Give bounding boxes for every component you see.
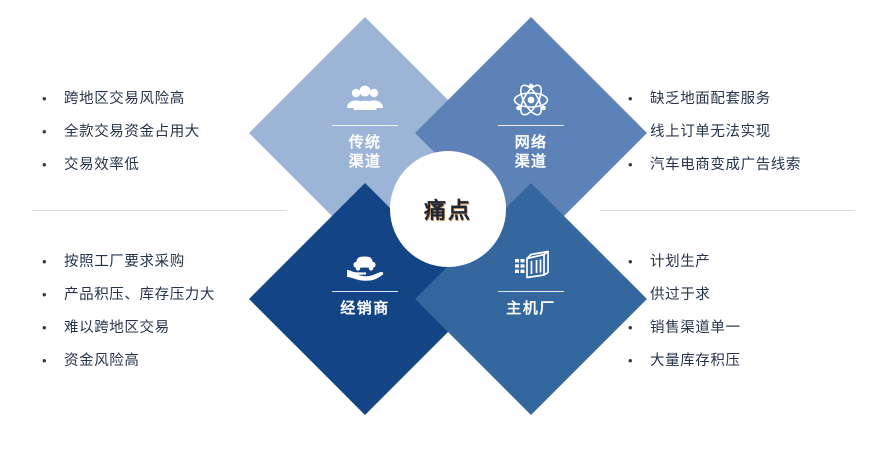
- list-item: • 大量库存积压: [628, 352, 741, 370]
- list-item-label: 资金风险高: [64, 353, 140, 369]
- quadrant-label: 传统 渠道: [328, 133, 402, 171]
- diagram-canvas: • 跨地区交易风险高 • 全款交易资金占用大 • 交易效率低 • 按照工厂要求采…: [32, 17, 855, 415]
- list-item: • 线上订单无法实现: [628, 123, 801, 141]
- quadrant-label-line2: 渠道: [348, 153, 382, 170]
- list-top-left: • 跨地区交易风险高 • 全款交易资金占用大 • 交易效率低: [42, 90, 200, 189]
- list-item-label: 计划生产: [650, 254, 711, 270]
- center-hub: 痛点: [390, 151, 506, 267]
- bullet-marker: •: [42, 91, 47, 106]
- quadrant-traditional-channel[interactable]: 传统 渠道: [249, 17, 481, 249]
- list-item-label: 线上订单无法实现: [650, 124, 771, 140]
- bullet-marker: •: [628, 254, 633, 269]
- left-divider: [32, 210, 287, 211]
- hand-holding-car-icon: [344, 247, 386, 285]
- label-rule: [498, 291, 564, 292]
- bullet-marker: •: [42, 287, 47, 302]
- bullet-marker: •: [628, 353, 633, 368]
- quadrant-oem-factory[interactable]: 主机厂: [415, 183, 647, 415]
- label-rule: [332, 125, 398, 126]
- quadrant-label: 主机厂: [506, 300, 556, 317]
- quadrant-label: 网络 渠道: [494, 133, 568, 171]
- bullet-marker: •: [628, 157, 633, 172]
- list-item-label: 大量库存积压: [650, 353, 741, 369]
- diamond-cluster: 传统 渠道: [249, 17, 647, 415]
- list-item-label: 全款交易资金占用大: [64, 124, 200, 140]
- bullet-marker: •: [42, 124, 47, 139]
- group-people-icon: [344, 81, 386, 119]
- center-label: 痛点: [423, 198, 472, 223]
- list-item-label: 交易效率低: [64, 157, 140, 173]
- bullet-marker: •: [628, 320, 633, 335]
- quadrant-label: 经销商: [340, 300, 390, 317]
- atom-icon: [510, 81, 552, 119]
- bullet-marker: •: [42, 353, 47, 368]
- list-item: • 交易效率低: [42, 156, 200, 174]
- list-item: • 供过于求: [628, 286, 741, 304]
- list-item-label: 产品积压、库存压力大: [64, 287, 215, 303]
- list-item-label: 跨地区交易风险高: [64, 91, 185, 107]
- bullet-marker: •: [628, 91, 633, 106]
- bullet-marker: •: [42, 320, 47, 335]
- list-item: • 跨地区交易风险高: [42, 90, 200, 108]
- quadrant-label-line1: 网络: [514, 134, 548, 151]
- quadrant-network-channel[interactable]: 网络 渠道: [415, 17, 647, 249]
- label-rule: [498, 125, 564, 126]
- list-item: • 全款交易资金占用大: [42, 123, 200, 141]
- list-item: • 难以跨地区交易: [42, 319, 215, 337]
- list-item: • 缺乏地面配套服务: [628, 90, 801, 108]
- list-item: • 资金风险高: [42, 352, 215, 370]
- list-item-label: 汽车电商变成广告线索: [650, 157, 801, 173]
- quadrant-label-line2: 渠道: [514, 153, 548, 170]
- list-item: • 计划生产: [628, 253, 741, 271]
- list-bottom-right: • 计划生产 • 供过于求 • 销售渠道单一 • 大量库存积压: [628, 253, 741, 385]
- label-rule: [332, 291, 398, 292]
- list-bottom-left: • 按照工厂要求采购 • 产品积压、库存压力大 • 难以跨地区交易 • 资金风险…: [42, 253, 215, 385]
- list-item-label: 难以跨地区交易: [64, 320, 170, 336]
- right-divider: [600, 210, 855, 211]
- list-item-label: 销售渠道单一: [650, 320, 741, 336]
- quadrant-dealer[interactable]: 经销商: [249, 183, 481, 415]
- list-item: • 销售渠道单一: [628, 319, 741, 337]
- list-item-label: 按照工厂要求采购: [64, 254, 185, 270]
- list-top-right: • 缺乏地面配套服务 • 线上订单无法实现 • 汽车电商变成广告线索: [628, 90, 801, 189]
- quadrant-label-line1: 传统: [348, 134, 382, 151]
- factory-building-icon: [510, 247, 552, 285]
- list-item: • 按照工厂要求采购: [42, 253, 215, 271]
- bullet-marker: •: [42, 157, 47, 172]
- list-item-label: 缺乏地面配套服务: [650, 91, 771, 107]
- bullet-marker: •: [42, 254, 47, 269]
- list-item-label: 供过于求: [650, 287, 711, 303]
- list-item: • 产品积压、库存压力大: [42, 286, 215, 304]
- list-item: • 汽车电商变成广告线索: [628, 156, 801, 174]
